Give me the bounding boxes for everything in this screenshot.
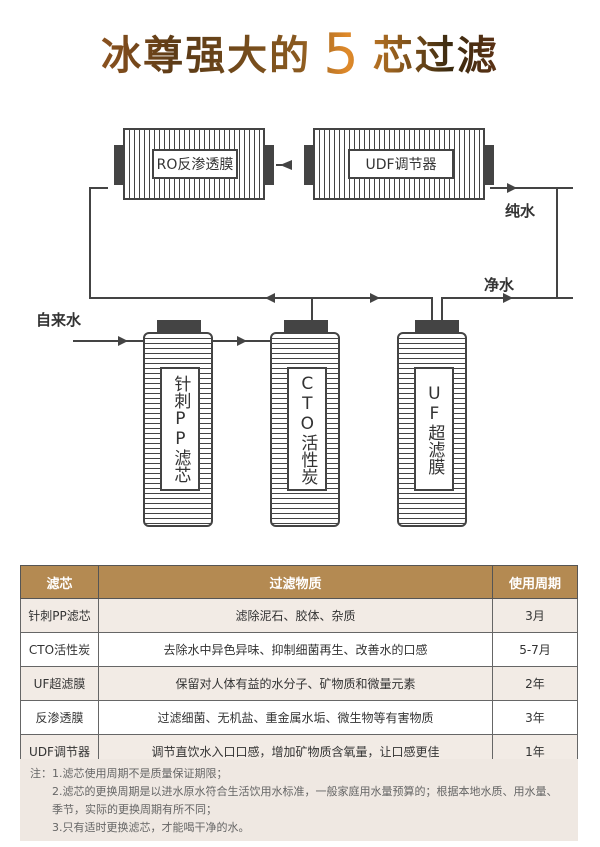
cell-period: 5-7月 [492,632,578,667]
cell-period: 3月 [492,598,578,633]
pp-cartridge: 针刺PP滤芯 [143,332,213,527]
cartridge-cap [415,320,459,334]
arrow-icon [237,336,247,346]
cell-filter: 反渗透膜 [20,700,99,735]
ro-label: RO反渗透膜 [152,149,238,179]
cell-filter: UF超滤膜 [20,666,99,701]
note-line: 注：1.滤芯使用周期不是质量保证期限； [30,767,228,780]
pipe-return [89,187,433,362]
table-header: 滤芯 过滤物质 使用周期 [20,565,578,599]
note-line: 3.只有适时更换滤芯，才能喝干净的水。 [52,821,250,834]
cell-substances: 去除水中异色异味、抑制细菌再生、改善水的口感 [98,632,493,667]
clean-water-label: 净水 [484,276,515,294]
arrow-icon [503,293,513,303]
cell-substances: 过滤细菌、无机盐、重金属水垢、微生物等有害物质 [98,700,493,735]
end-cap [485,145,494,185]
tap-water-label: 自来水 [36,311,82,329]
arrow-icon [507,183,517,193]
pure-water-label: 纯水 [505,202,536,220]
header-substances: 过滤物质 [98,565,493,599]
cto-cartridge: CTO活性炭 [270,332,340,527]
note-line: 2.滤芯的更换周期是以进水原水符合生活饮用水标准，一般家庭用水量预算的；根据本地… [52,785,558,816]
arrow-icon [370,293,380,303]
cell-filter: 针刺PP滤芯 [20,598,99,633]
arrow-icon [118,336,128,346]
cell-period: 3年 [492,700,578,735]
ro-cartridge: RO反渗透膜 [114,128,274,200]
udf-cartridge: UDF调节器 [304,128,494,200]
pp-label: 针刺PP滤芯 [160,367,200,491]
end-cap [265,145,274,185]
cto-label: CTO活性炭 [287,367,327,491]
udf-label: UDF调节器 [348,149,454,179]
cell-period: 2年 [492,666,578,701]
uf-label: UF超滤膜 [414,367,454,491]
cartridge-cap [157,320,201,334]
arrow-icon [265,293,275,303]
cartridge-cap [284,320,328,334]
uf-cartridge: UF超滤膜 [397,332,467,527]
cell-substances: 保留对人体有益的水分子、矿物质和微量元素 [98,666,493,701]
arrow-icon [276,160,292,170]
cell-filter: CTO活性炭 [20,632,99,667]
end-cap [304,145,313,185]
header-period: 使用周期 [492,565,578,599]
cell-substances: 滤除泥石、胶体、杂质 [98,598,493,633]
header-filter: 滤芯 [20,565,99,599]
notes: 注：1.滤芯使用周期不是质量保证期限； 2.滤芯的更换周期是以进水原水符合生活饮… [20,759,578,841]
end-cap [114,145,123,185]
